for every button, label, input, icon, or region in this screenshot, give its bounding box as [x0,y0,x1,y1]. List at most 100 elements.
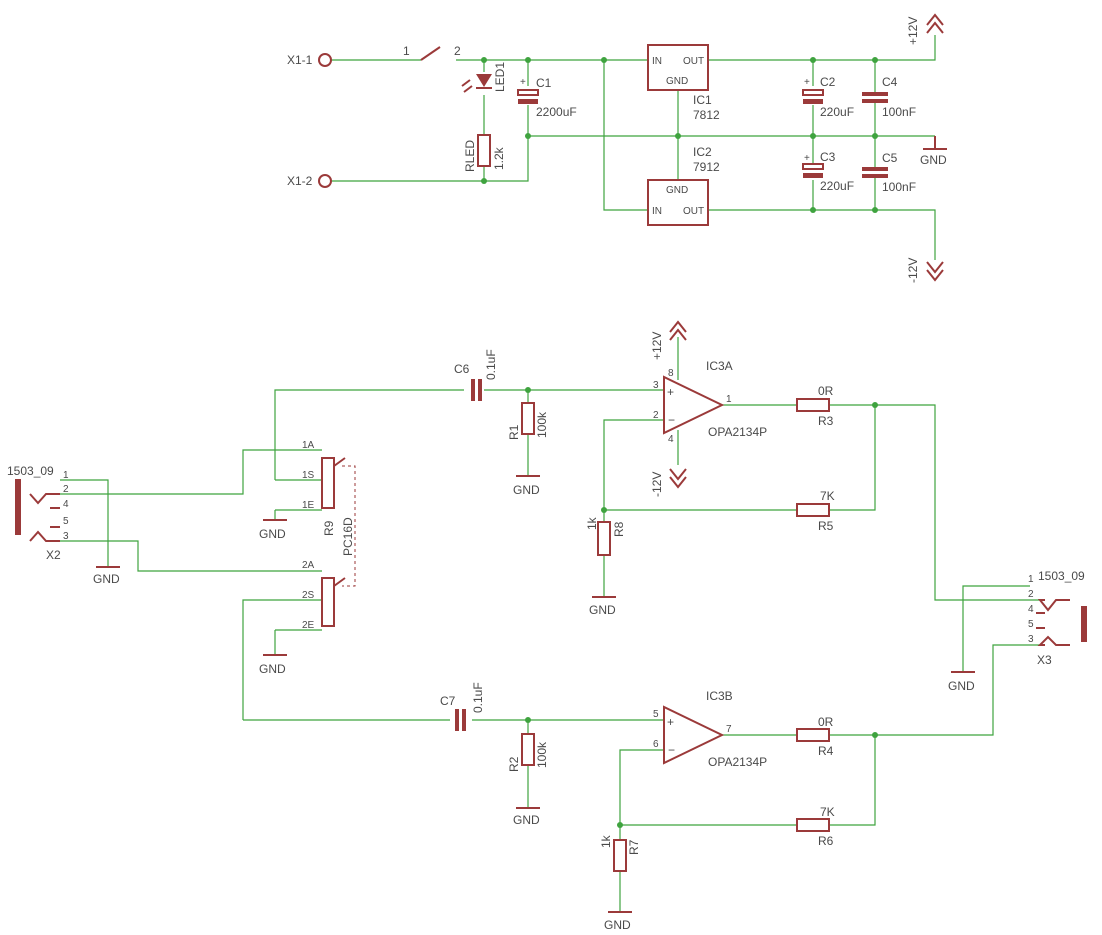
x1-1-connector: X1-1 [287,53,332,67]
svg-text:+: + [804,153,810,164]
svg-text:6: 6 [653,739,659,750]
r4-resistor: 0R R4 [796,715,834,758]
c6-capacitor: C6 0.1uF [454,349,498,401]
svg-text:1S: 1S [302,470,315,481]
svg-text:OUT: OUT [683,56,704,67]
ic1-regulator: IN OUT GND IC1 7812 [647,44,720,122]
svg-text:7K: 7K [820,489,835,503]
ic3b-opamp: + − 5 6 7 IC3B OPA2134P [653,689,767,769]
svg-text:0.1uF: 0.1uF [484,349,498,380]
gnd-symbol-r2: GND [513,807,540,827]
r6-resistor: 7K R6 [796,805,835,848]
svg-text:R1: R1 [507,424,521,440]
svg-text:OPA2134P: OPA2134P [708,755,767,769]
svg-text:2: 2 [653,410,659,421]
svg-text:C3: C3 [820,150,836,164]
svg-text:1503_09: 1503_09 [7,464,54,478]
gnd-symbol-x2: GND [93,566,120,586]
svg-text:4: 4 [668,434,674,445]
svg-text:C7: C7 [440,694,456,708]
minus12v-symbol: -12V [906,258,944,283]
svg-text:+: + [667,715,674,729]
svg-text:GND: GND [259,527,286,541]
x2-jack-connector: 1503_09 1 2 4 5 3 X2 [7,464,69,562]
svg-text:GND: GND [513,483,540,497]
gnd-symbol-r1: GND [513,475,540,497]
svg-text:+: + [667,385,674,399]
svg-text:2: 2 [63,484,69,495]
svg-text:-12V: -12V [906,258,920,283]
svg-text:100nF: 100nF [882,180,916,194]
svg-text:0R: 0R [818,715,834,729]
svg-text:2E: 2E [302,620,315,631]
svg-text:GND: GND [920,153,947,167]
svg-text:1: 1 [726,394,732,405]
svg-text:1: 1 [63,470,69,481]
svg-text:2: 2 [454,44,461,58]
svg-text:2A: 2A [302,560,315,571]
c3-capacitor: + C3 220uF [802,150,854,193]
r1-resistor: R1 100k [507,402,549,440]
svg-text:2200uF: 2200uF [536,105,577,119]
svg-text:C6: C6 [454,362,470,376]
svg-text:X2: X2 [46,548,61,562]
svg-text:5: 5 [1028,619,1034,630]
svg-text:X3: X3 [1037,653,1052,667]
svg-text:C2: C2 [820,75,836,89]
svg-text:100k: 100k [535,411,549,438]
svg-text:GND: GND [948,679,975,693]
power-switch: 1 2 [403,44,461,61]
svg-text:R3: R3 [818,414,834,428]
svg-text:GND: GND [93,572,120,586]
svg-text:7912: 7912 [693,160,720,174]
svg-text:IC2: IC2 [693,145,712,159]
svg-text:1: 1 [403,44,410,58]
gnd-symbol: GND [920,153,947,167]
svg-text:100nF: 100nF [882,105,916,119]
gnd-symbol-r8: GND [589,596,616,617]
svg-text:3: 3 [1028,634,1034,645]
c4-capacitor: C4 100nF [862,75,916,119]
svg-text:-12V: -12V [650,472,664,497]
c7-capacitor: C7 0.1uF [440,682,485,731]
svg-text:R8: R8 [612,521,626,537]
ic3a-minus12v-symbol: -12V [650,468,687,497]
svg-text:GND: GND [666,185,688,196]
svg-text:3: 3 [653,380,659,391]
svg-text:RLED: RLED [463,140,477,172]
svg-text:7: 7 [726,724,732,735]
svg-text:0.1uF: 0.1uF [471,682,485,713]
x1-2-connector: X1-2 [287,174,332,188]
r7-resistor: 1k R7 [599,834,641,872]
ic2-regulator: GND IN OUT IC2 7912 [647,145,720,226]
svg-text:IC1: IC1 [693,93,712,107]
plus12v-symbol: +12V [906,13,944,45]
r8-resistor: 1k R8 [585,516,626,556]
c1-capacitor: + C1 2200uF [517,76,577,119]
audio-section: C6 0.1uF C7 0.1uF R1 100k R2 100k + − 3 … [7,320,1087,932]
svg-text:GND: GND [513,813,540,827]
svg-text:7K: 7K [820,805,835,819]
led1: LED1 [461,62,507,93]
svg-text:C4: C4 [882,75,898,89]
svg-text:IC3B: IC3B [706,689,733,703]
svg-text:1503_09: 1503_09 [1038,569,1085,583]
svg-text:LED1: LED1 [493,62,507,92]
svg-text:+12V: +12V [650,332,664,360]
svg-text:PC16D: PC16D [341,517,355,556]
svg-text:C5: C5 [882,151,898,165]
rled-resistor: RLED 1.2k [463,134,506,172]
gnd-symbol-x3: GND [948,671,975,693]
svg-text:R7: R7 [627,839,641,855]
svg-text:R9: R9 [322,520,336,536]
svg-text:5: 5 [653,709,659,720]
svg-text:+: + [804,77,810,88]
svg-text:2: 2 [1028,589,1034,600]
r9-dual-potentiometer: 1A 1S 1E 2A 2S 2E R9 PC16D [302,440,356,631]
svg-text:100k: 100k [535,741,549,768]
svg-text:GND: GND [589,603,616,617]
junction-dots [481,57,878,213]
svg-text:OUT: OUT [683,206,704,217]
svg-text:1k: 1k [585,516,599,530]
